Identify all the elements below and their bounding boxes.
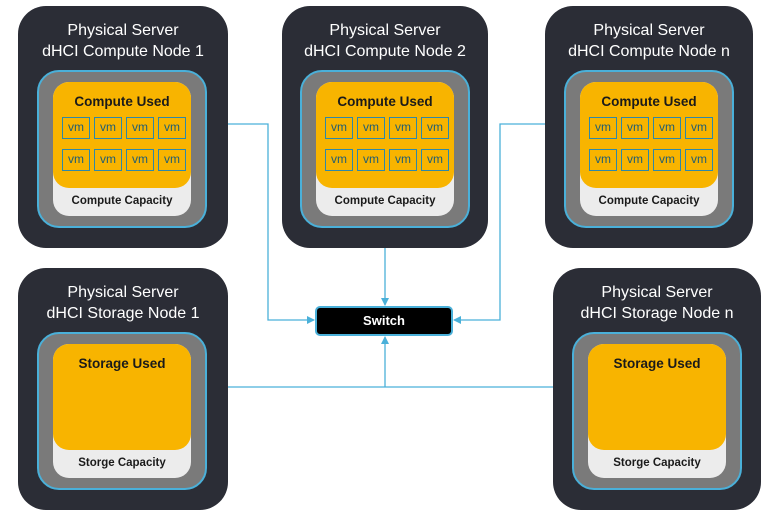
storage-node-1: Physical Server dHCI Storage Node 1 Stor…	[18, 268, 228, 510]
vm-box: vm	[589, 149, 617, 171]
vm-box: vm	[621, 117, 649, 139]
vm-box: vm	[389, 149, 417, 171]
compute-node-2: Physical Server dHCI Compute Node 2 Comp…	[282, 6, 488, 248]
compute-capacity-label: Compute Capacity	[598, 195, 700, 207]
compute-used-label: Compute Used	[601, 94, 697, 109]
compute-used-label: Compute Used	[74, 94, 170, 109]
storage-node-n: Physical Server dHCI Storage Node n Stor…	[553, 268, 761, 510]
storage-used-label: Storage Used	[78, 356, 166, 371]
storage-capacity: Storage Used Storge Capacity	[588, 344, 726, 478]
vm-grid: vm vm vm vm vm vm vm vm	[325, 117, 449, 171]
vm-box: vm	[94, 117, 122, 139]
storage-capacity: Storage Used Storge Capacity	[53, 344, 191, 478]
compute-capacity: Compute Used vm vm vm vm vm vm vm vm Com…	[53, 82, 191, 216]
storage-used-label: Storage Used	[613, 356, 701, 371]
server-title: Physical Server dHCI Storage Node 1	[46, 284, 200, 322]
compute-node-1: Physical Server dHCI Compute Node 1 Comp…	[18, 6, 228, 248]
server-frame: Storage Used Storge Capacity	[37, 332, 207, 490]
vm-grid: vm vm vm vm vm vm vm vm	[62, 117, 186, 171]
server-frame: Storage Used Storge Capacity	[572, 332, 742, 490]
storage-capacity-label: Storge Capacity	[613, 457, 701, 469]
compute-used: Compute Used vm vm vm vm vm vm vm vm	[53, 82, 191, 188]
vm-box: vm	[421, 149, 449, 171]
server-title: Physical Server dHCI Compute Node 1	[42, 22, 204, 60]
storage-used: Storage Used	[53, 344, 191, 450]
compute-capacity-label: Compute Capacity	[334, 195, 436, 207]
vm-box: vm	[653, 149, 681, 171]
server-title: Physical Server dHCI Compute Node n	[568, 22, 730, 60]
vm-grid: vm vm vm vm vm vm vm vm	[589, 117, 713, 171]
compute-capacity: Compute Used vm vm vm vm vm vm vm vm Com…	[316, 82, 454, 216]
vm-box: vm	[126, 117, 154, 139]
server-frame: Compute Used vm vm vm vm vm vm vm vm Com…	[37, 70, 207, 228]
vm-box: vm	[685, 149, 713, 171]
compute-capacity-label: Compute Capacity	[71, 195, 173, 207]
vm-box: vm	[126, 149, 154, 171]
vm-box: vm	[325, 117, 353, 139]
compute-node-n: Physical Server dHCI Compute Node n Comp…	[545, 6, 753, 248]
storage-used: Storage Used	[588, 344, 726, 450]
vm-box: vm	[158, 149, 186, 171]
compute-used: Compute Used vm vm vm vm vm vm vm vm	[316, 82, 454, 188]
vm-box: vm	[621, 149, 649, 171]
server-frame: Compute Used vm vm vm vm vm vm vm vm Com…	[300, 70, 470, 228]
link-compute-node-n	[453, 123, 545, 324]
vm-box: vm	[389, 117, 417, 139]
link-compute-node-1	[228, 123, 315, 324]
vm-box: vm	[62, 117, 90, 139]
compute-used: Compute Used vm vm vm vm vm vm vm vm	[580, 82, 718, 188]
server-title: Physical Server dHCI Storage Node n	[580, 284, 734, 322]
vm-box: vm	[421, 117, 449, 139]
vm-box: vm	[653, 117, 681, 139]
vm-box: vm	[685, 117, 713, 139]
vm-box: vm	[589, 117, 617, 139]
vm-box: vm	[357, 149, 385, 171]
vm-box: vm	[158, 117, 186, 139]
vm-box: vm	[94, 149, 122, 171]
vm-box: vm	[357, 117, 385, 139]
vm-box: vm	[62, 149, 90, 171]
storage-capacity-label: Storge Capacity	[78, 457, 166, 469]
compute-capacity: Compute Used vm vm vm vm vm vm vm vm Com…	[580, 82, 718, 216]
network-switch: Switch	[315, 306, 453, 336]
server-title: Physical Server dHCI Compute Node 2	[304, 22, 466, 60]
compute-used-label: Compute Used	[337, 94, 433, 109]
vm-box: vm	[325, 149, 353, 171]
server-frame: Compute Used vm vm vm vm vm vm vm vm Com…	[564, 70, 734, 228]
